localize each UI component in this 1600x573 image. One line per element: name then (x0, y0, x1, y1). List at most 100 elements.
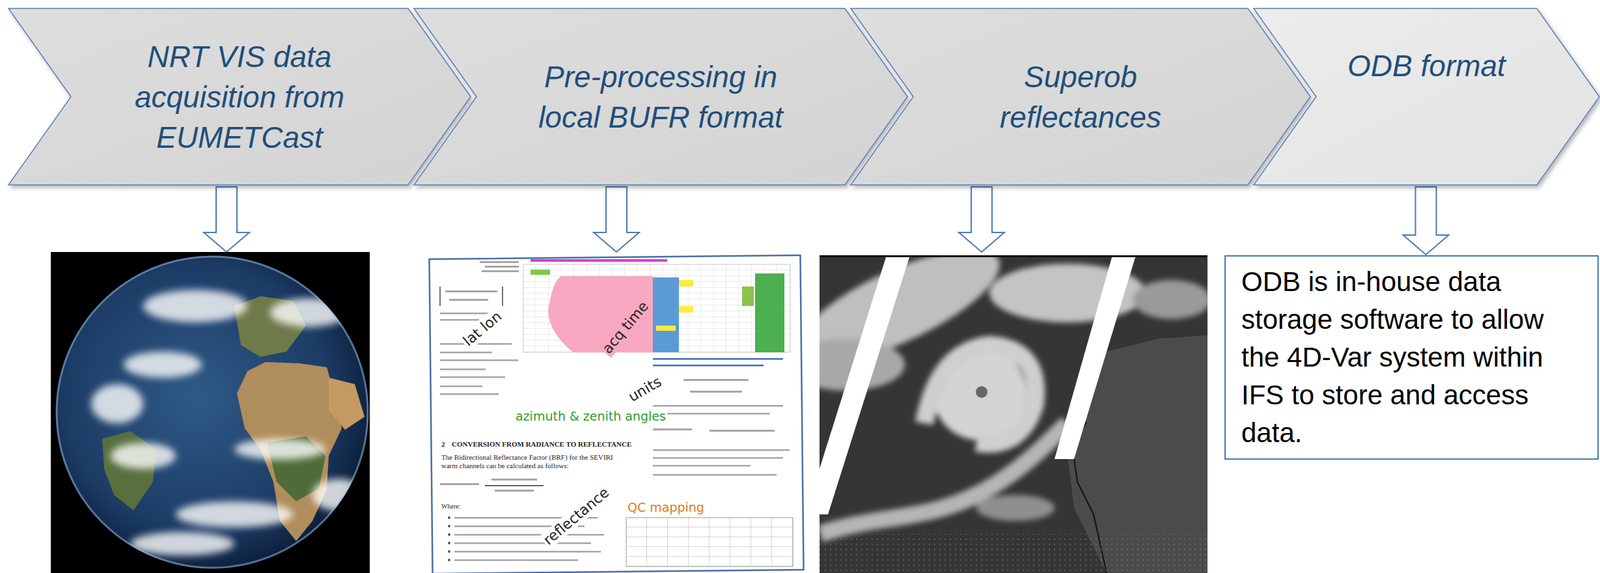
magenta-title-line (530, 259, 668, 262)
text-line (440, 368, 486, 371)
bullet (447, 550, 451, 553)
step-label: ODB format (1347, 45, 1506, 86)
note-box: ODB is in-house data storage software to… (1224, 255, 1599, 460)
cloud (143, 289, 248, 323)
green-column (755, 273, 785, 353)
text-line (440, 385, 483, 388)
text-line (454, 533, 605, 536)
qc-table (626, 517, 793, 567)
cloud (123, 351, 202, 378)
text-line (652, 428, 692, 431)
space-background (50, 251, 370, 573)
chevron-outline (1253, 7, 1600, 186)
document-text: QC mapping (626, 499, 706, 515)
bullet (447, 558, 451, 562)
earth-surface (91, 289, 365, 556)
bullets (447, 516, 451, 562)
cloud-band (976, 494, 1055, 521)
fraction-bar (484, 484, 544, 487)
block-arrow (593, 186, 640, 252)
text-line (440, 482, 480, 485)
process-chevron: Superob reflectances (850, 7, 1311, 186)
bullet (447, 524, 451, 528)
document-text: Where: (440, 502, 462, 511)
text-line (440, 318, 480, 321)
document-page (428, 255, 804, 573)
text-block: Pre-processing in local BUFR format (524, 56, 798, 138)
text-line (484, 265, 519, 268)
swath-gap (1054, 255, 1136, 459)
cyclone-spiral (924, 344, 1036, 444)
table-header-cell (530, 269, 551, 275)
chevron-shape (1253, 8, 1600, 185)
earth-disc (55, 255, 369, 569)
arabia-land (328, 377, 365, 430)
bullet (447, 533, 451, 536)
document-thumbnail (428, 255, 804, 573)
text-block: NRT VIS data acquisition from EUMETCast (102, 36, 377, 158)
formula-bracket (501, 286, 504, 306)
process-chevron: Pre-processing in local BUFR format (413, 7, 909, 186)
blue-text-line (652, 364, 764, 367)
blue-column (652, 277, 679, 353)
chevron-outline (413, 7, 909, 186)
cloud-field (819, 255, 1208, 534)
process-chevron: ODB format (1253, 7, 1600, 186)
data-table (523, 264, 791, 353)
handwritten-annotation: acq time (598, 296, 654, 359)
text-line (454, 550, 601, 553)
note-text: ODB is in-house data storage software to… (1241, 262, 1582, 452)
cloud (312, 478, 365, 511)
yellow-cell (678, 279, 694, 287)
cloud (110, 442, 176, 469)
step-label: NRT VIS data acquisition from EUMETCast (102, 36, 377, 158)
process-chevron: NRT VIS data acquisition from EUMETCast (7, 7, 472, 186)
document-text: azimuth & zenith angles (514, 408, 668, 424)
yellow-cell (656, 325, 676, 331)
text-line (454, 542, 592, 545)
earth-image (50, 251, 370, 573)
text-line (652, 456, 784, 459)
block-arrow (203, 186, 250, 252)
block-arrow-connector (1403, 186, 1449, 255)
text-block: Superob reflectances (943, 56, 1218, 138)
cyclone-eye (975, 386, 988, 398)
text-line (454, 559, 579, 562)
earth-limb (56, 256, 368, 568)
cloud-band (1132, 279, 1208, 319)
chevron-outline (850, 7, 1311, 186)
handwritten-annotation: reflectance (538, 482, 614, 550)
formula-bracket (439, 286, 441, 306)
chevron-shape (850, 8, 1311, 185)
text-line (652, 464, 751, 467)
pixel-dots (819, 533, 1208, 573)
text-line (494, 489, 534, 492)
text-line (709, 429, 775, 432)
text-line (481, 270, 519, 273)
text-line (652, 449, 790, 452)
text-line (479, 261, 519, 263)
step-label: Superob reflectances (943, 56, 1218, 138)
image-top-border (819, 255, 1208, 258)
text-line (689, 390, 743, 393)
document-text: 2 (440, 440, 447, 449)
text-block: ODB is in-house data storage software to… (1241, 262, 1582, 452)
bullet (447, 516, 451, 519)
light-green-cells (742, 286, 754, 306)
text-line (449, 298, 489, 301)
step-label: Pre-processing in local BUFR format (524, 56, 798, 138)
chevron-shape (413, 8, 908, 185)
text-line (683, 378, 749, 381)
down-arrows (203, 186, 1005, 252)
text-block: ODB format (1347, 45, 1506, 86)
handwritten-annotation: lat lon (458, 307, 507, 351)
handwritten-annotation: units (624, 372, 666, 407)
clouds (91, 289, 365, 556)
bullet (447, 541, 451, 545)
cloud (91, 384, 144, 424)
text-line (445, 290, 498, 293)
text-line (652, 404, 784, 407)
cloud (234, 438, 326, 460)
text-lines (440, 261, 790, 562)
